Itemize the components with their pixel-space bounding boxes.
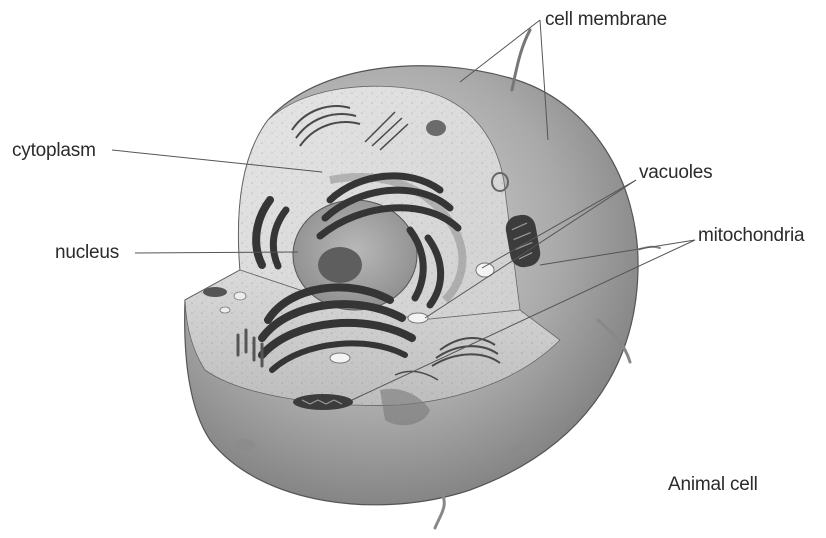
label-mitochondria: mitochondria: [698, 226, 804, 245]
label-vacuoles: vacuoles: [639, 163, 712, 182]
label-nucleus: nucleus: [55, 243, 119, 262]
nucleolus: [318, 247, 362, 283]
vacuole-3: [330, 353, 350, 363]
caption-animal-cell: Animal cell: [668, 475, 758, 494]
label-cell-membrane: cell membrane: [545, 10, 667, 29]
label-cytoplasm: cytoplasm: [12, 141, 96, 160]
mitochondrion-2: [293, 394, 353, 410]
